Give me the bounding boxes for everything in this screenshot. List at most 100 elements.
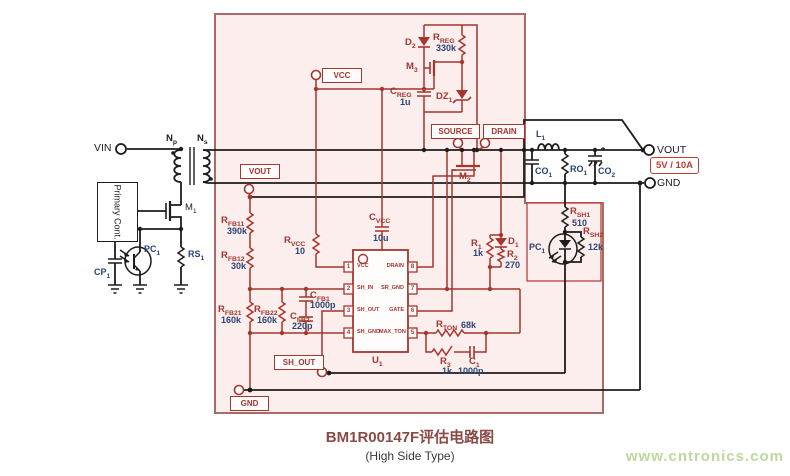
primary-controller-block: Primary Cont.: [97, 182, 138, 242]
resistors-red: [245, 34, 506, 357]
rton-value: 68k: [461, 320, 477, 330]
resistor-rfb21: [245, 301, 255, 323]
optocoupler-pc1-left: [119, 246, 152, 276]
cap-cvcc: [375, 226, 389, 232]
cfb2-label: CFB2: [290, 311, 310, 324]
gnd-terminal-label: GND: [657, 177, 681, 189]
rsh1-value: 510: [572, 218, 588, 228]
pin-3: 3: [346, 308, 351, 314]
vout-net-label: VOUT: [240, 164, 280, 179]
core: [189, 147, 195, 185]
cfb2-value: 220p: [292, 321, 313, 331]
np-label: Np: [166, 133, 178, 146]
pin-name-drain: DRAIN: [386, 263, 404, 269]
pin-4: 4: [346, 330, 351, 336]
ro1-label: RO1: [570, 164, 588, 177]
resistor-rvcc: [311, 233, 321, 255]
d1-label: D1: [508, 236, 519, 249]
primary-controller-label: Primary Cont.: [112, 184, 123, 240]
rfb12-label: RFB12: [221, 250, 245, 263]
creg-label: CREG: [390, 86, 412, 99]
mosfet-m2: [456, 164, 480, 171]
resistor-rton: [435, 328, 465, 338]
rsh1-label: RSH1: [570, 206, 591, 219]
r2-value: 270: [505, 260, 521, 270]
u1-label: U1: [372, 355, 383, 368]
shout-net-label: SH_OUT: [274, 355, 324, 370]
diode-d2: [418, 37, 430, 46]
vin-label: VIN: [94, 142, 112, 154]
resistors-black: [176, 153, 586, 268]
resistor-rfb22: [277, 301, 287, 323]
cap-cfb1: [299, 296, 313, 302]
diagram-subtitle: (High Side Type): [365, 449, 455, 463]
source-testpoint: [452, 137, 464, 149]
pc1-right-label: PC1: [529, 242, 546, 255]
cap-c1: [469, 346, 475, 358]
rreg-label: RREG: [433, 32, 455, 45]
junction-dots-red: [247, 59, 504, 336]
drain-net-label: DRAIN: [483, 124, 525, 139]
pin-8: 8: [410, 264, 415, 270]
secondary-winding: [202, 149, 211, 183]
dz1-label: DZ1: [436, 91, 453, 104]
l1-label: L1: [536, 129, 546, 142]
rton-label: RTON: [436, 319, 458, 332]
vin-terminal: [115, 143, 127, 155]
cfb1-value: 1000p: [310, 300, 336, 310]
pin-name-shgnd: SH_GND: [357, 329, 380, 335]
pin-name-maxton: MAX_TON: [379, 329, 406, 335]
co2-polarity-star: *: [601, 145, 606, 157]
terminals: [115, 69, 656, 396]
vout-testpoint: [243, 183, 255, 195]
pin-name-shin: SH_IN: [357, 285, 374, 291]
drain-testpoint: [479, 137, 491, 149]
pin-2: 2: [346, 286, 351, 292]
ic-u1: [343, 249, 418, 353]
diagram-title: BM1R00147F评估电路图: [325, 429, 495, 446]
vcc-testpoint: [310, 69, 322, 81]
resistor-rsh1: [560, 206, 570, 228]
np-phase-dot: [171, 151, 175, 155]
ns-label: Ns: [197, 133, 208, 146]
cp1-label: CP1: [94, 267, 111, 280]
cap-co2: [588, 155, 603, 167]
resistor-rs1: [176, 246, 186, 268]
optocoupler-pc1-right: [548, 233, 578, 265]
resistor-r1: [485, 237, 495, 259]
c1-value: 1000p: [458, 366, 484, 376]
rvcc-label: RVCC: [284, 235, 306, 248]
capacitors: [108, 91, 603, 358]
r1-label: R1: [471, 238, 482, 251]
inductor-l1: [537, 143, 560, 151]
ground-symbols: [108, 284, 188, 294]
rvcc-value: 10: [295, 246, 306, 256]
zener-dz1: [456, 90, 468, 99]
transformer: [171, 147, 213, 185]
rfb11-label: RFB11: [221, 215, 245, 228]
mosfet-m3: [429, 60, 436, 76]
gnd-net-label: GND: [230, 396, 269, 411]
cvcc-value: 10u: [373, 233, 389, 243]
cap-cp1: [108, 258, 122, 264]
cfb1-label: CFB1: [310, 290, 330, 303]
source-net-label: SOURCE: [431, 124, 480, 139]
led: [559, 240, 571, 248]
cvcc-label: CVCC: [369, 212, 391, 225]
gnd-testpoint: [233, 384, 245, 396]
m3-label: M3: [406, 61, 418, 74]
primary-winding: [173, 149, 182, 183]
resistor-r3: [431, 345, 453, 357]
rs1-label: RS1: [188, 249, 205, 262]
pin-5: 5: [410, 330, 415, 336]
resistor-rreg: [457, 34, 467, 56]
vout-terminal: [643, 144, 655, 156]
pin1-indicator: [357, 253, 369, 265]
rfb22-value: 160k: [257, 315, 278, 325]
watermark: www.cntronics.com: [625, 448, 784, 465]
pin-name-gate: GATE: [389, 307, 404, 313]
vout-terminal-label: VOUT: [657, 144, 687, 156]
rfb21-label: RFB21: [218, 304, 242, 317]
eval-board-region: [214, 13, 604, 414]
